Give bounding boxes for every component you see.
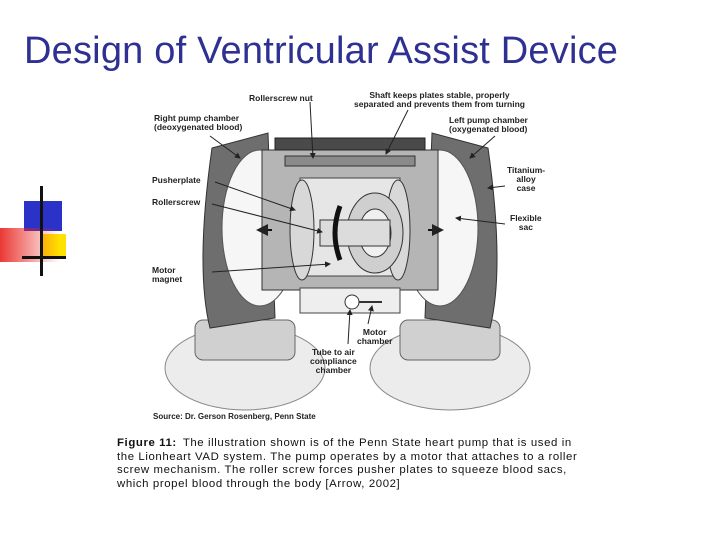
top-flange xyxy=(274,137,426,151)
tube-opening xyxy=(344,294,360,310)
vad-illustration: Rollerscrew nut Shaft keeps plates stabl… xyxy=(150,88,550,428)
label-rollerscrew-nut: Rollerscrew nut xyxy=(249,93,313,103)
slide-title: Design of Ventricular Assist Device xyxy=(24,30,619,72)
figure-number: Figure 11: xyxy=(117,437,177,449)
decorative-cross-graphic xyxy=(0,186,66,276)
label-tube: Tube to air compliance chamber xyxy=(310,347,357,375)
deco-vertical-line xyxy=(40,186,43,276)
rollerscrew-drawing xyxy=(319,219,391,247)
caption-text: The illustration shown is of the Penn St… xyxy=(117,437,578,490)
shaft xyxy=(284,155,416,167)
motor-magnet-drawing xyxy=(332,205,343,261)
figure-caption: Figure 11:The illustration shown is of t… xyxy=(117,437,587,491)
label-flexible-sac: Flexible sac xyxy=(510,213,542,232)
label-motor-magnet: Motor magnet xyxy=(152,265,183,284)
vad-drawing xyxy=(164,101,531,411)
label-motor-chamber: Motor chamber xyxy=(357,327,393,346)
label-rollerscrew: Rollerscrew xyxy=(152,197,201,207)
label-titanium-case: Titanium- alloy case xyxy=(507,165,546,193)
label-left-pump-chamber: Left pump chamber (oxygenated blood) xyxy=(449,115,528,134)
label-shaft: Shaft keeps plates stable, properly sepa… xyxy=(354,90,525,109)
deco-horizontal-line xyxy=(22,256,66,259)
label-pusherplate: Pusherplate xyxy=(152,175,201,185)
source-credit: Source: Dr. Gerson Rosenberg, Penn State xyxy=(153,412,316,421)
label-right-pump-chamber: Right pump chamber (deoxygenated blood) xyxy=(154,113,243,132)
